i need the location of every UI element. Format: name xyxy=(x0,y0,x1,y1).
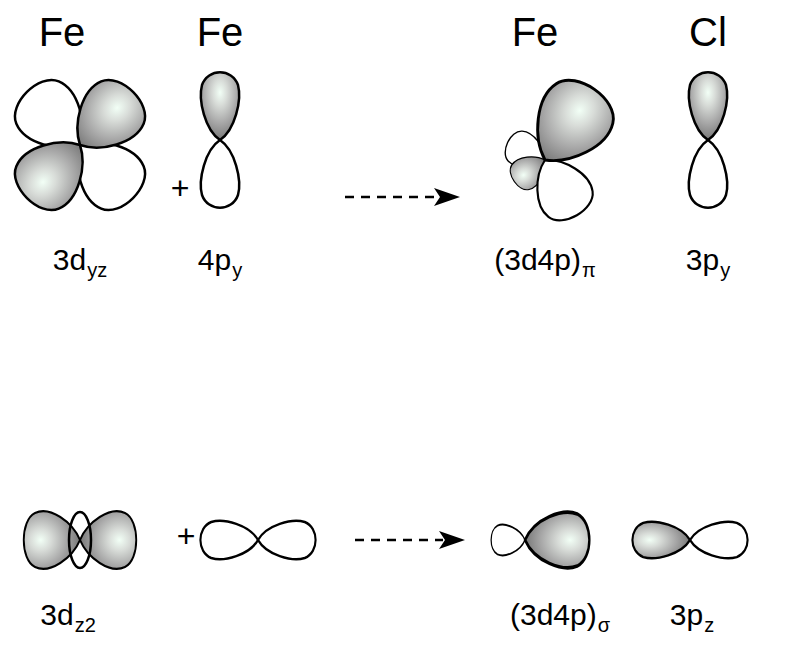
orbital-label: 3d xyxy=(40,600,73,630)
orbital-subscript: π xyxy=(582,260,596,280)
plus-sign: + xyxy=(177,520,196,552)
orbital-label: 3d xyxy=(53,245,86,275)
orbital-label: 3p xyxy=(670,600,703,630)
orbital-subscript: z2 xyxy=(75,615,96,635)
orbital-subscript: σ xyxy=(598,615,610,635)
orbital-subscript: yz xyxy=(87,260,107,280)
orbital-subscript: y xyxy=(720,260,730,280)
element-symbol: Fe xyxy=(197,12,244,52)
element-symbol: Cl xyxy=(689,12,727,52)
orbital-subscript: y xyxy=(232,260,242,280)
orbital-label: 4p xyxy=(198,245,231,275)
orbital-label: (3d4p) xyxy=(510,600,597,630)
orbital-label: 3p xyxy=(686,245,719,275)
orbital-label: (3d4p) xyxy=(494,245,581,275)
plus-sign: + xyxy=(171,172,190,204)
element-symbol: Fe xyxy=(512,12,559,52)
orbital-subscript: z xyxy=(704,615,714,635)
element-symbol: Fe xyxy=(39,12,86,52)
